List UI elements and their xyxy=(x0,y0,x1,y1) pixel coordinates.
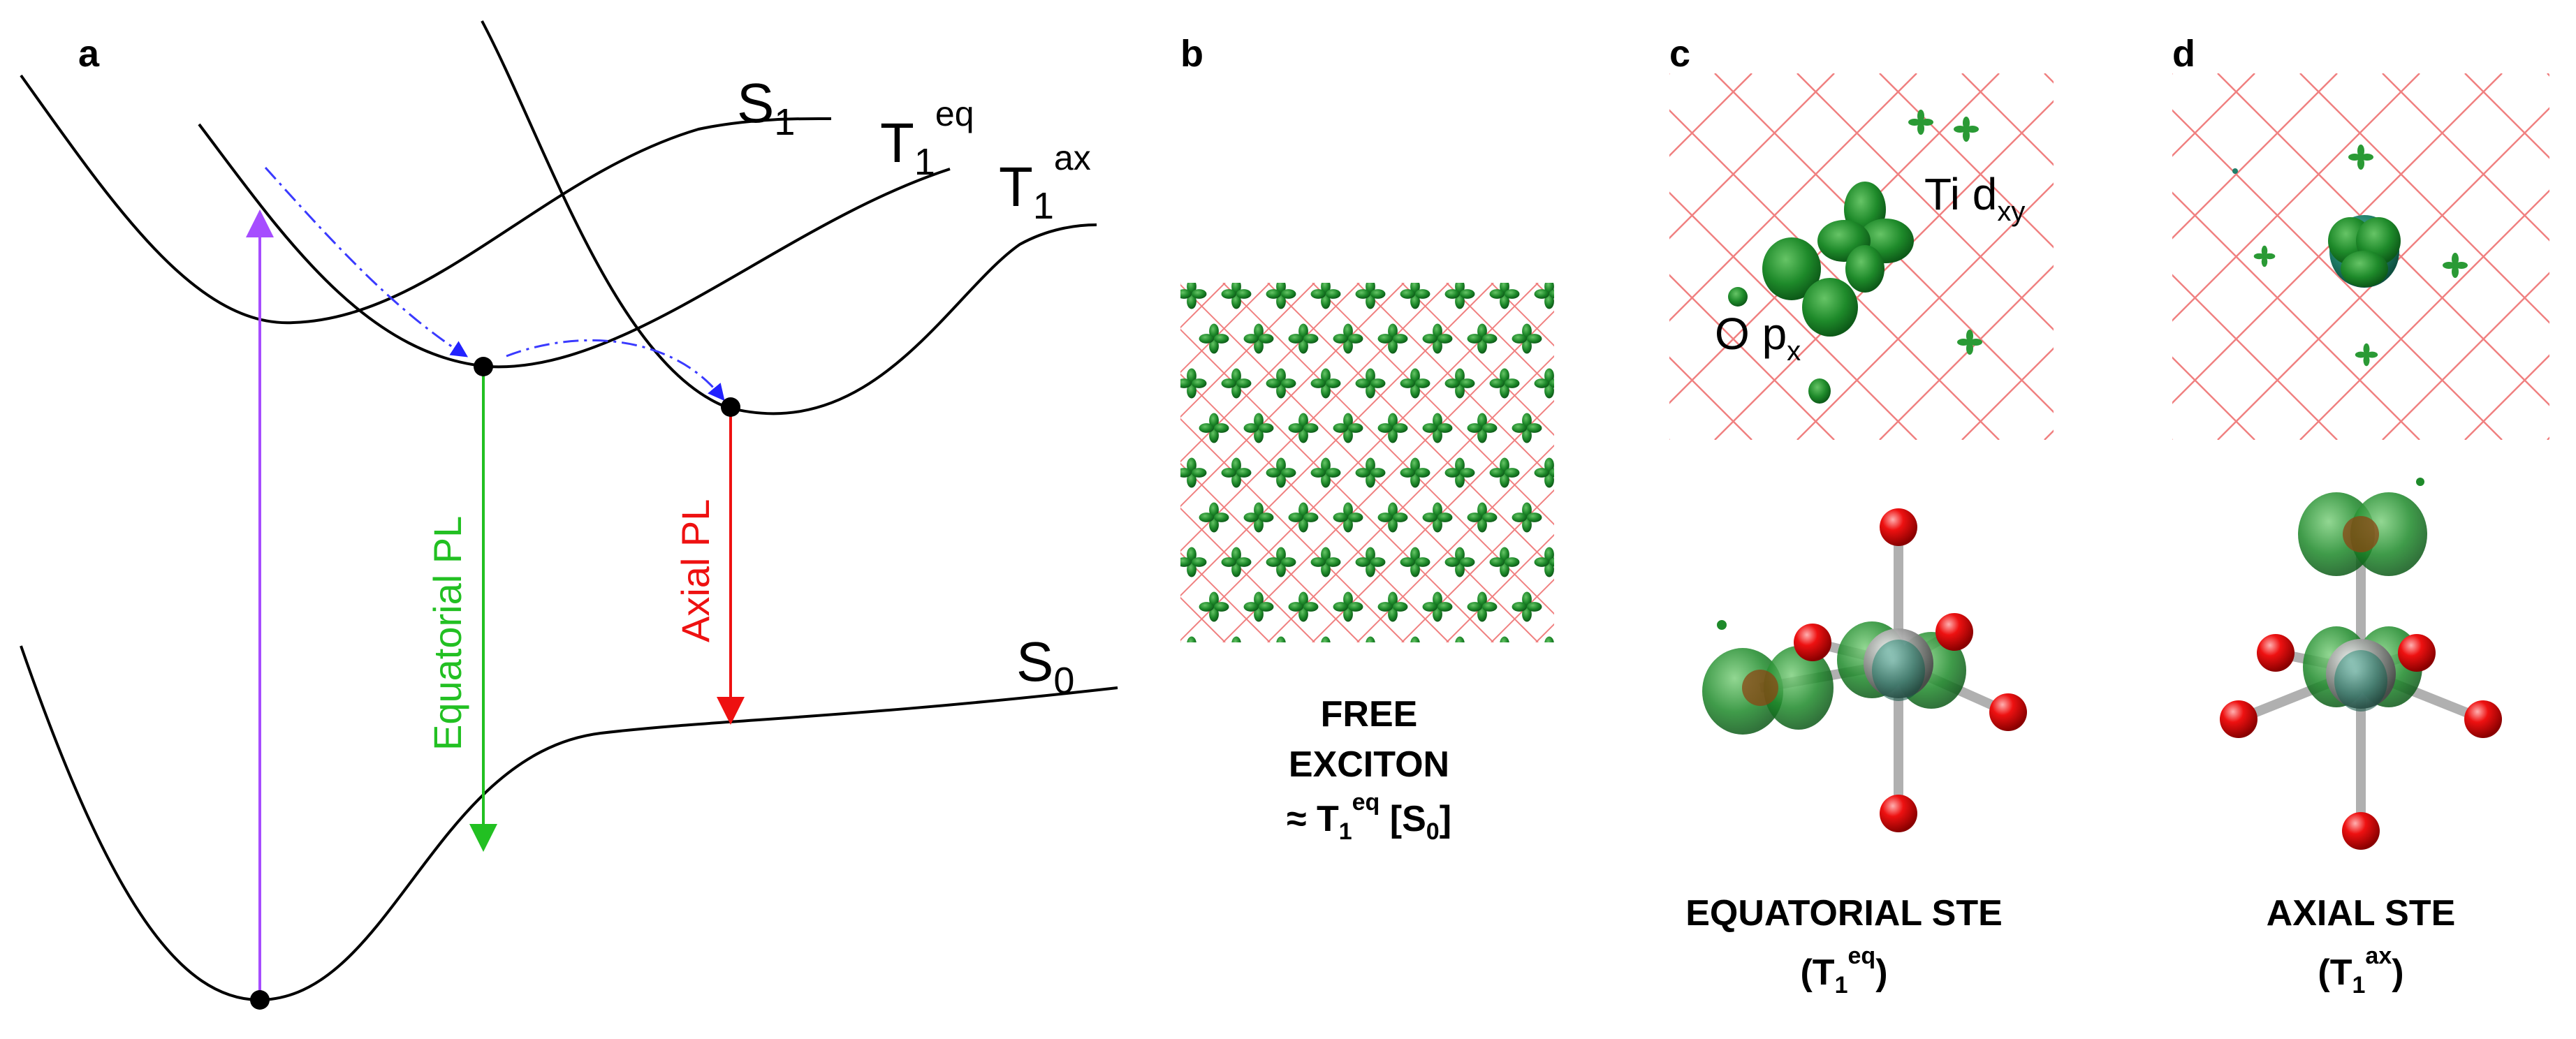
clover-orbital xyxy=(1557,592,1587,622)
lattice-line xyxy=(2172,73,2255,157)
equatorial-pl-label: Equatorial PL xyxy=(425,516,469,751)
s0-minimum-dot xyxy=(250,990,270,1010)
panel-b-letter: b xyxy=(1180,33,1203,75)
clover-orbital xyxy=(1557,324,1587,354)
lattice-line xyxy=(2382,272,2549,440)
panel-c-letter: c xyxy=(1669,33,1690,75)
lattice-line xyxy=(1180,283,1181,284)
lattice-line xyxy=(2172,356,2255,440)
axial-ti-orbital xyxy=(2328,215,2401,288)
lattice-line xyxy=(1401,489,1554,642)
equatorial-ste-caption-line2: (T1eq) xyxy=(1800,943,1887,999)
s1-curve xyxy=(20,74,832,325)
lattice-line xyxy=(2464,354,2549,440)
t1eq-label: T1eq xyxy=(880,94,974,183)
panel-d: d xyxy=(2172,33,2549,999)
relaxation-arrow-1 xyxy=(264,166,469,358)
lattice-line xyxy=(1180,283,1226,329)
lattice-line xyxy=(1669,73,1835,240)
lattice-line xyxy=(1961,347,2054,440)
lattice-line xyxy=(1180,641,1181,642)
relaxation-arrow-2 xyxy=(506,339,725,401)
axial-ste-density-map xyxy=(2172,73,2549,440)
t1eq-curve xyxy=(198,123,951,369)
lattice-line xyxy=(1312,399,1554,642)
lattice-line xyxy=(1401,283,1554,436)
s0-label: S0 xyxy=(1016,631,1074,702)
ti-dxy-orbital xyxy=(1817,182,1914,293)
lattice-line xyxy=(2464,73,2549,159)
lattice-line xyxy=(1180,552,1271,642)
free-exciton-caption-line1: FREE xyxy=(1321,694,1418,735)
lattice-line xyxy=(1446,283,1554,392)
lattice-line xyxy=(1491,578,1554,642)
lattice-line xyxy=(2172,73,2420,322)
o-px-orbital xyxy=(1728,237,1858,404)
clover-orbital xyxy=(1557,413,1587,443)
equatorial-ste-density-map xyxy=(1669,73,2054,440)
lattice-line xyxy=(2172,73,2503,404)
lattice-line xyxy=(2547,73,2549,77)
panel-d-letter: d xyxy=(2172,33,2195,75)
lattice-line xyxy=(1669,356,1752,440)
o-px-label: O px xyxy=(1715,309,1801,367)
free-exciton-caption-line2: EXCITON xyxy=(1289,744,1449,785)
lattice-line xyxy=(1879,73,2054,249)
panel-a-letter: a xyxy=(78,33,100,75)
lattice-line xyxy=(2172,73,2338,240)
lattice-line xyxy=(2547,436,2549,440)
t1ax-label: T1ax xyxy=(999,138,1091,227)
free-exciton-density-map xyxy=(1180,283,1587,642)
lattice-line xyxy=(1180,507,1315,642)
lattice-line xyxy=(1180,462,1360,642)
t1eq-minimum-dot xyxy=(474,357,493,376)
lattice-line xyxy=(2172,274,2338,440)
panel-a: a S1 T1eq T1ax S0 Equatori xyxy=(20,20,1118,1010)
lattice-line xyxy=(2217,107,2549,440)
s0-curve xyxy=(20,645,1118,1002)
lattice-line xyxy=(1961,73,2054,166)
axial-ste-caption-line2: (T1ax) xyxy=(2318,943,2403,999)
lattice-line xyxy=(1446,533,1554,642)
panel-c: c Ti dxy xyxy=(1669,33,2054,999)
equatorial-octahedron-model xyxy=(1702,508,2027,832)
lattice-line xyxy=(1356,444,1554,642)
lattice-line xyxy=(2382,73,2549,242)
axial-pl-label: Axial PL xyxy=(673,499,717,642)
s1-label: S1 xyxy=(737,72,795,143)
panel-b: b FREE EXCITON ≈ T1eq [S0] xyxy=(1180,33,1587,845)
equatorial-ste-caption-line1: EQUATORIAL STE xyxy=(1685,893,2003,934)
lattice-line xyxy=(1180,596,1226,642)
t1ax-curve xyxy=(481,20,1097,415)
axial-octahedron-model xyxy=(2220,478,2502,850)
lattice-line xyxy=(1491,283,1554,347)
free-exciton-caption-line3: ≈ T1eq [S0] xyxy=(1287,789,1451,845)
lattice-line xyxy=(1879,265,2054,440)
ti-dxy-label: Ti dxy xyxy=(1924,169,2025,227)
lattice-line xyxy=(2299,189,2549,440)
lattice-line xyxy=(1669,73,1752,157)
axial-ste-caption-line1: AXIAL STE xyxy=(2267,893,2456,934)
clover-orbital xyxy=(1557,503,1587,533)
t1ax-minimum-dot xyxy=(721,397,740,417)
lattice-line xyxy=(1669,274,1835,440)
lattice-line xyxy=(1669,73,1917,322)
lattice-line xyxy=(1796,182,2054,440)
lattice-line xyxy=(1267,355,1554,642)
